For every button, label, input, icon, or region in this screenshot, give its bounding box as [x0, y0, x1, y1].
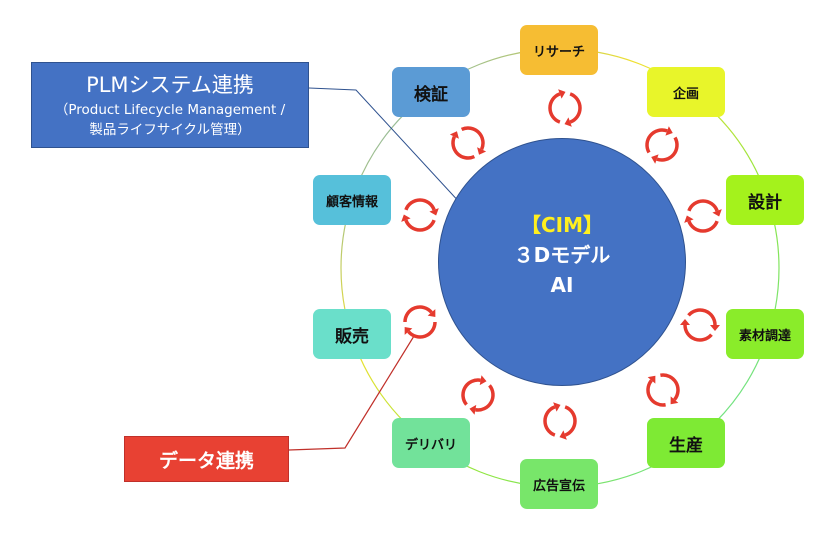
- node-label: 販売: [335, 326, 369, 347]
- arrowhead: [404, 327, 413, 335]
- plm-connector-line: [308, 87, 463, 206]
- cycle-arc: [687, 199, 719, 212]
- cycle-arc: [451, 135, 476, 160]
- cim-hub-circle: 【CIM】 ３Dモデル AI: [438, 138, 686, 386]
- circular-arrows-icon: [543, 402, 577, 440]
- node-label: 設計: [748, 192, 782, 213]
- arrowhead: [684, 215, 694, 223]
- node-delivery: デリバリ: [392, 418, 470, 468]
- hub-line-3d-model: ３Dモデル: [513, 243, 611, 267]
- node-label: 検証: [414, 84, 448, 105]
- plm-subtitle-2: 製品ライフサイクル管理）: [89, 122, 251, 138]
- arrowhead: [665, 126, 673, 136]
- arrowhead: [670, 396, 679, 405]
- cycle-arc: [687, 308, 717, 326]
- cycle-arc: [683, 324, 713, 342]
- node-research: リサーチ: [520, 25, 598, 75]
- cycle-arc: [646, 379, 666, 407]
- arrowhead: [709, 324, 720, 332]
- cycle-arc: [660, 373, 680, 401]
- arrowhead: [553, 402, 561, 412]
- node-planning: 企画: [647, 67, 725, 117]
- arrowhead: [449, 131, 459, 139]
- arrowhead: [559, 430, 567, 440]
- data-link-connector-line: [288, 335, 415, 451]
- node-label: 生産: [669, 435, 703, 456]
- circular-arrows-icon: [449, 126, 487, 160]
- circular-arrows-icon: [403, 305, 437, 339]
- plm-subtitle-1: （Product Lifecycle Management /: [54, 102, 286, 118]
- node-verification: 検証: [392, 67, 470, 117]
- cycle-arc: [404, 219, 436, 232]
- circular-arrows-icon: [646, 373, 680, 407]
- plm-callout: PLMシステム連携 （Product Lifecycle Management …: [31, 62, 309, 148]
- circular-arrows-icon: [645, 126, 679, 164]
- cycle-arc: [656, 136, 679, 162]
- hub-line-ai: AI: [550, 273, 574, 297]
- node-design: 設計: [726, 175, 804, 225]
- circular-arrows-icon: [461, 375, 495, 415]
- cycle-arc: [564, 405, 577, 437]
- node-label: 素材調達: [738, 328, 791, 344]
- circular-arrows-icon: [680, 308, 720, 342]
- node-sales: 販売: [313, 309, 391, 359]
- cycle-arc: [645, 128, 668, 154]
- node-production: 生産: [647, 418, 725, 468]
- circular-arrows-icon: [684, 199, 722, 233]
- data-link-callout: データ連携: [124, 436, 289, 482]
- arrowhead: [429, 208, 439, 216]
- node-label: 企画: [672, 86, 699, 102]
- circular-arrows-icon: [548, 89, 582, 127]
- cycle-arc: [407, 321, 437, 339]
- plm-title: PLMシステム連携: [86, 73, 254, 97]
- arrowhead: [712, 209, 722, 217]
- arrowhead: [558, 89, 566, 99]
- arrowhead: [477, 147, 487, 155]
- arrowhead: [401, 214, 411, 222]
- hub-tag: 【CIM】: [520, 213, 604, 237]
- node-label: 顧客情報: [325, 194, 378, 210]
- cycle-arc: [687, 220, 719, 233]
- node-label: デリバリ: [404, 437, 457, 453]
- cycle-arc: [461, 378, 481, 406]
- arrowhead: [427, 309, 436, 317]
- node-advertising: 広告宣伝: [520, 459, 598, 509]
- cycle-arc: [569, 92, 582, 124]
- node-label: リサーチ: [532, 44, 585, 60]
- node-customer-info: 顧客情報: [313, 175, 391, 225]
- arrowhead: [647, 375, 656, 384]
- circular-arrows-icon: [401, 198, 439, 232]
- cycle-arc: [475, 384, 495, 412]
- arrowhead: [680, 318, 691, 326]
- data-link-label: データ連携: [158, 449, 254, 472]
- node-label: 広告宣伝: [532, 478, 585, 494]
- arrowhead: [479, 375, 487, 386]
- arrowhead: [564, 117, 572, 127]
- arrowhead: [469, 404, 477, 415]
- cycle-arc: [543, 405, 556, 437]
- node-procurement: 素材調達: [726, 309, 804, 359]
- cycle-arc: [404, 198, 436, 211]
- cycle-arc: [460, 126, 485, 151]
- arrowhead: [651, 154, 659, 164]
- cycle-arc: [548, 92, 561, 124]
- cycle-arc: [403, 305, 433, 323]
